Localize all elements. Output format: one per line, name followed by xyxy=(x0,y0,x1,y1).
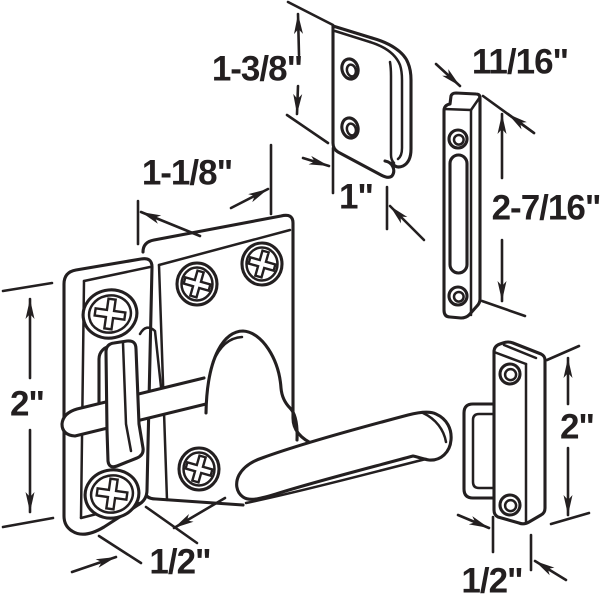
arrow-left xyxy=(172,496,227,530)
dim-latch-height: 2" xyxy=(1,281,55,529)
tick xyxy=(549,511,591,526)
body-screw-bottom xyxy=(177,446,221,492)
arrow-right xyxy=(229,187,270,210)
tick xyxy=(97,534,143,565)
dim-label-latch-depth: 1/2" xyxy=(149,543,210,582)
tick xyxy=(286,0,335,27)
latch-bar-outline xyxy=(60,376,208,438)
arrow-left xyxy=(139,210,202,238)
keeper-hook-inner xyxy=(471,412,498,490)
dim-label-keeper-depth: 1/2" xyxy=(461,562,522,600)
dim-keeper-depth: 1/2" xyxy=(456,513,568,600)
dim-latch-depth: 1/2" xyxy=(70,496,227,582)
dim-keeper-height: 2" xyxy=(545,344,595,526)
dim-hook-height: 1-3/8" xyxy=(212,0,335,145)
hook-outer-curve xyxy=(370,36,413,169)
dim-label-latch-height: 2" xyxy=(10,385,44,424)
body-screw-top-left xyxy=(175,261,219,307)
arrow-down-right xyxy=(434,62,462,88)
strike-corner-edge xyxy=(469,95,482,112)
casement-latch-assembly xyxy=(60,213,453,536)
body-front-left-edge xyxy=(157,263,169,502)
dim-label-hook-width: 1" xyxy=(339,178,373,217)
arrow-left xyxy=(388,204,426,242)
tick xyxy=(144,505,199,545)
lever-tip-edge xyxy=(421,411,448,444)
hook-keeper-part xyxy=(331,24,413,179)
keeper-front-top-edge xyxy=(492,350,528,366)
strike-slot xyxy=(448,153,469,275)
dim-strike-width: 11/16" xyxy=(434,43,569,135)
hook-screw-hole-top xyxy=(338,55,362,83)
cam-outer-curve xyxy=(204,329,299,442)
arrow-right xyxy=(70,555,118,574)
dim-label-keeper-height: 2" xyxy=(560,408,594,447)
dim-label-hook-height: 1-3/8" xyxy=(212,50,302,89)
cam-arm xyxy=(204,329,299,442)
mortise-strike-part xyxy=(442,91,482,320)
keeper-silhouette xyxy=(492,340,547,526)
keeper-top-seam xyxy=(502,343,538,360)
strike-front-top-edge xyxy=(442,107,473,112)
hook-plate-top-edge-inner xyxy=(333,29,372,44)
arrow-up xyxy=(293,12,303,57)
keeper-hook-outer xyxy=(462,402,498,500)
tick xyxy=(285,113,330,145)
latch-finger-fold xyxy=(121,341,133,453)
flag-plate-front-top-edge xyxy=(82,265,152,283)
arrow-left xyxy=(533,559,568,582)
hook-plate-top-edge xyxy=(331,24,374,40)
dim-label-strike-height: 2-7/16" xyxy=(492,189,600,228)
cam-inner-edge xyxy=(211,335,244,364)
hook-screw-hole-bottom xyxy=(338,114,362,142)
body-screw-top-right xyxy=(240,241,284,287)
arrow-right xyxy=(456,513,491,530)
body-front-top-edge xyxy=(157,228,292,267)
tick xyxy=(545,344,581,362)
latch-finger xyxy=(104,339,145,469)
tick xyxy=(1,281,54,293)
dim-hook-width: 1" xyxy=(301,146,426,242)
tick xyxy=(480,299,527,318)
arrow-right xyxy=(301,155,331,168)
dim-latch-width: 1-1/8" xyxy=(136,143,273,246)
corner-keeper-part xyxy=(462,340,547,526)
bar-guide-boss xyxy=(138,326,163,389)
arrow-down xyxy=(293,84,303,116)
lever-underside-edge xyxy=(244,457,428,505)
lever-outline xyxy=(235,410,453,501)
dim-strike-height: 2-7/16" xyxy=(480,112,600,318)
hook-inner-curve xyxy=(368,40,404,161)
arrow-up-left xyxy=(506,112,536,135)
handle-lever xyxy=(235,410,453,505)
dim-label-latch-width: 1-1/8" xyxy=(142,154,232,193)
dim-label-strike-width: 11/16" xyxy=(472,43,568,82)
hook-fold-line xyxy=(388,60,396,165)
tick xyxy=(1,516,55,529)
